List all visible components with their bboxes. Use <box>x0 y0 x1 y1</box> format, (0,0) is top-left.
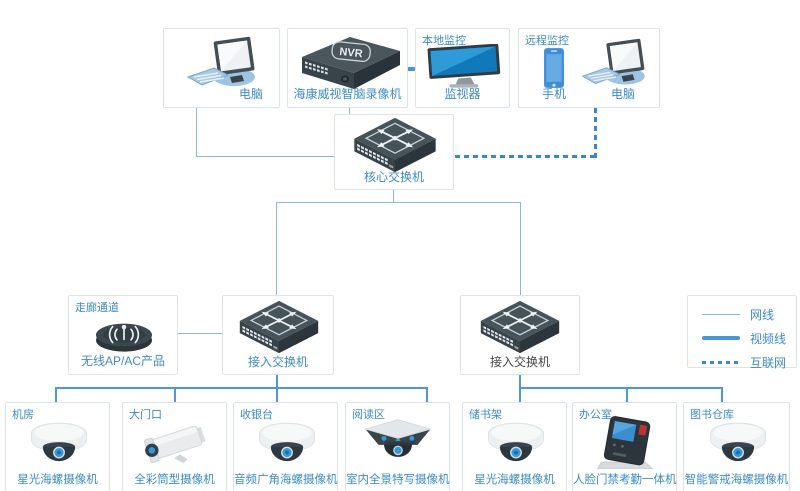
smartphone-icon <box>544 48 564 88</box>
wireless-zone-label: 走廊通道 <box>75 302 119 314</box>
drop-room7 <box>721 387 723 403</box>
room-6-device-label: 人脸门禁考勤一体机 <box>573 474 677 486</box>
dome-camera-icon <box>258 422 316 462</box>
monitor-label: 监视器 <box>444 87 481 101</box>
cable-core-down <box>393 190 394 203</box>
legend-row-lan: 网线 <box>688 302 796 326</box>
access-switch-1-icon <box>239 300 319 354</box>
wireless-ap-box: 走廊通道 无线AP/AC产品 <box>68 295 178 375</box>
pc-label: 电脑 <box>238 87 263 101</box>
cable-pc-to-core-v <box>196 108 197 157</box>
cable-to-access1 <box>276 202 277 295</box>
cable-pc-to-core-h <box>196 156 334 157</box>
core-switch-icon <box>354 117 436 173</box>
room-box-3: 收银台 音频广角海螺摄像机 <box>233 402 338 491</box>
lan-line-label: 网线 <box>750 307 775 322</box>
local-monitor-zone-label: 本地监控 <box>422 35 466 47</box>
room-4-zone-label: 阅读区 <box>352 409 385 421</box>
wireless-ap-icon <box>96 323 152 352</box>
room-2-device-label: 全彩筒型摄像机 <box>134 474 215 486</box>
access-switch-2-box: 接入交换机 <box>460 295 580 375</box>
remote-monitor-box: 远程监控 手机 电脑 <box>518 28 660 108</box>
room-4-device-label: 室内全景特写摄像机 <box>346 474 450 486</box>
internet-line-sample <box>702 360 740 364</box>
nvr-text: NVR <box>339 46 363 60</box>
room-5-zone-label: 储书架 <box>469 409 502 421</box>
panoramic-camera-icon <box>363 419 433 457</box>
room-3-zone-label: 收银台 <box>240 409 273 421</box>
drop-room6 <box>626 387 628 403</box>
drop-room4 <box>426 387 428 403</box>
dome-camera-icon <box>709 422 767 462</box>
remote-computer-icon <box>581 38 645 85</box>
room-1-zone-label: 机房 <box>12 409 34 421</box>
legend-row-video: 视频线 <box>688 326 796 350</box>
core-switch-box: 核心交换机 <box>334 114 454 190</box>
room-2-zone-label: 大门口 <box>129 409 162 421</box>
cable-access2-bus <box>519 387 723 389</box>
face-terminal-icon <box>597 416 654 469</box>
room-3-device-label: 音频广角海螺摄像机 <box>234 474 338 486</box>
cable-access1-bus <box>55 387 428 389</box>
dome-camera-icon <box>30 422 88 462</box>
video-line-sample <box>702 336 740 340</box>
wireless-ap-label: 无线AP/AC产品 <box>80 354 165 368</box>
pc-box: 电脑 <box>163 28 280 108</box>
cable-to-access2 <box>520 202 521 295</box>
nvr-label: 海康威视智脑录像机 <box>293 87 402 101</box>
room-box-7: 图书仓库 智能警戒海螺摄像机 <box>683 402 790 491</box>
drop-room5 <box>519 387 521 403</box>
cable-ap-to-access1 <box>178 333 222 334</box>
desktop-computer-icon <box>186 36 255 86</box>
room-box-4: 阅读区 室内全景特写摄像机 <box>345 402 450 491</box>
access-switch-1-box: 接入交换机 <box>222 295 334 375</box>
internet-line-label: 互联网 <box>750 355 787 370</box>
room-7-zone-label: 图书仓库 <box>690 409 734 421</box>
video-cable-nvr-to-monitor <box>407 67 416 71</box>
cable-access2-down <box>519 375 521 389</box>
video-line-label: 视频线 <box>750 331 787 346</box>
access-switch-2-icon <box>480 300 560 354</box>
legend-row-internet: 互联网 <box>688 350 796 374</box>
lan-line-sample <box>702 313 740 315</box>
core-switch-label: 核心交换机 <box>363 170 424 184</box>
access-switch-1-label: 接入交换机 <box>247 355 308 369</box>
room-box-5: 储书架 星光海螺摄像机 <box>462 402 567 491</box>
room-6-zone-label: 办公室 <box>579 409 612 421</box>
local-monitor-box: 本地监控 监视器 <box>415 28 510 108</box>
legend: 网线 视频线 互联网 <box>687 295 797 370</box>
room-1-device-label: 星光海螺摄像机 <box>17 474 98 486</box>
internet-core-to-remote-v <box>594 108 597 158</box>
room-box-2: 大门口 全彩筒型摄像机 <box>122 402 227 491</box>
remote-pc-label: 电脑 <box>610 87 635 101</box>
drop-room1 <box>55 387 57 403</box>
cable-core-split-h <box>276 202 521 203</box>
nvr-icon: NVR <box>302 37 400 89</box>
drop-room2 <box>174 387 176 403</box>
cable-nvr-to-core <box>349 108 350 115</box>
room-7-device-label: 智能警戒海螺摄像机 <box>684 474 789 486</box>
access-switch-2-label: 接入交换机 <box>489 355 550 369</box>
bullet-camera-icon <box>144 425 206 463</box>
remote-phone-label: 手机 <box>541 87 566 101</box>
monitor-icon <box>427 44 501 88</box>
remote-monitor-zone-label: 远程监控 <box>525 35 569 47</box>
cable-access1-down <box>276 375 278 389</box>
drop-room3 <box>276 387 278 403</box>
room-box-6: 办公室 人脸门禁考勤一体机 <box>572 402 677 491</box>
room-box-1: 机房 星光海螺摄像机 <box>5 402 110 491</box>
nvr-box: NVR 海康威视智脑录像机 <box>287 28 408 108</box>
internet-core-to-remote-h <box>455 155 597 158</box>
dome-camera-icon <box>487 422 545 462</box>
room-5-device-label: 星光海螺摄像机 <box>474 474 555 486</box>
